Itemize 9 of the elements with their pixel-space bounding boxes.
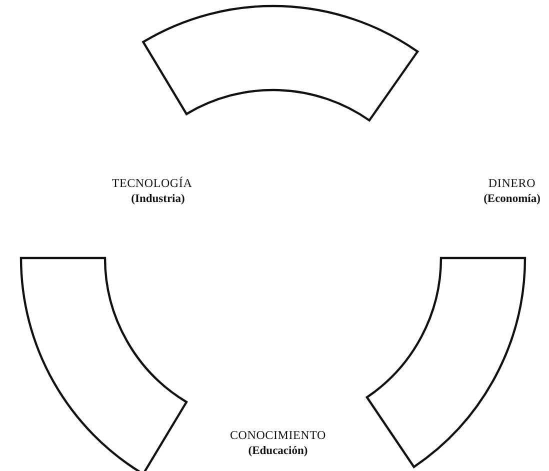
arc-band <box>366 256 526 468</box>
subtitle-label: (Industria) <box>131 193 185 205</box>
arc-band <box>20 256 188 471</box>
subtitle-label: (Educación) <box>248 445 308 457</box>
category-label: DINERO <box>488 176 536 191</box>
category-label: TECNOLOGÍA <box>112 176 192 191</box>
arc-band <box>142 5 419 122</box>
subtitle-label: (Economía) <box>484 193 540 205</box>
category-label: CONOCIMIENTO <box>230 428 326 443</box>
